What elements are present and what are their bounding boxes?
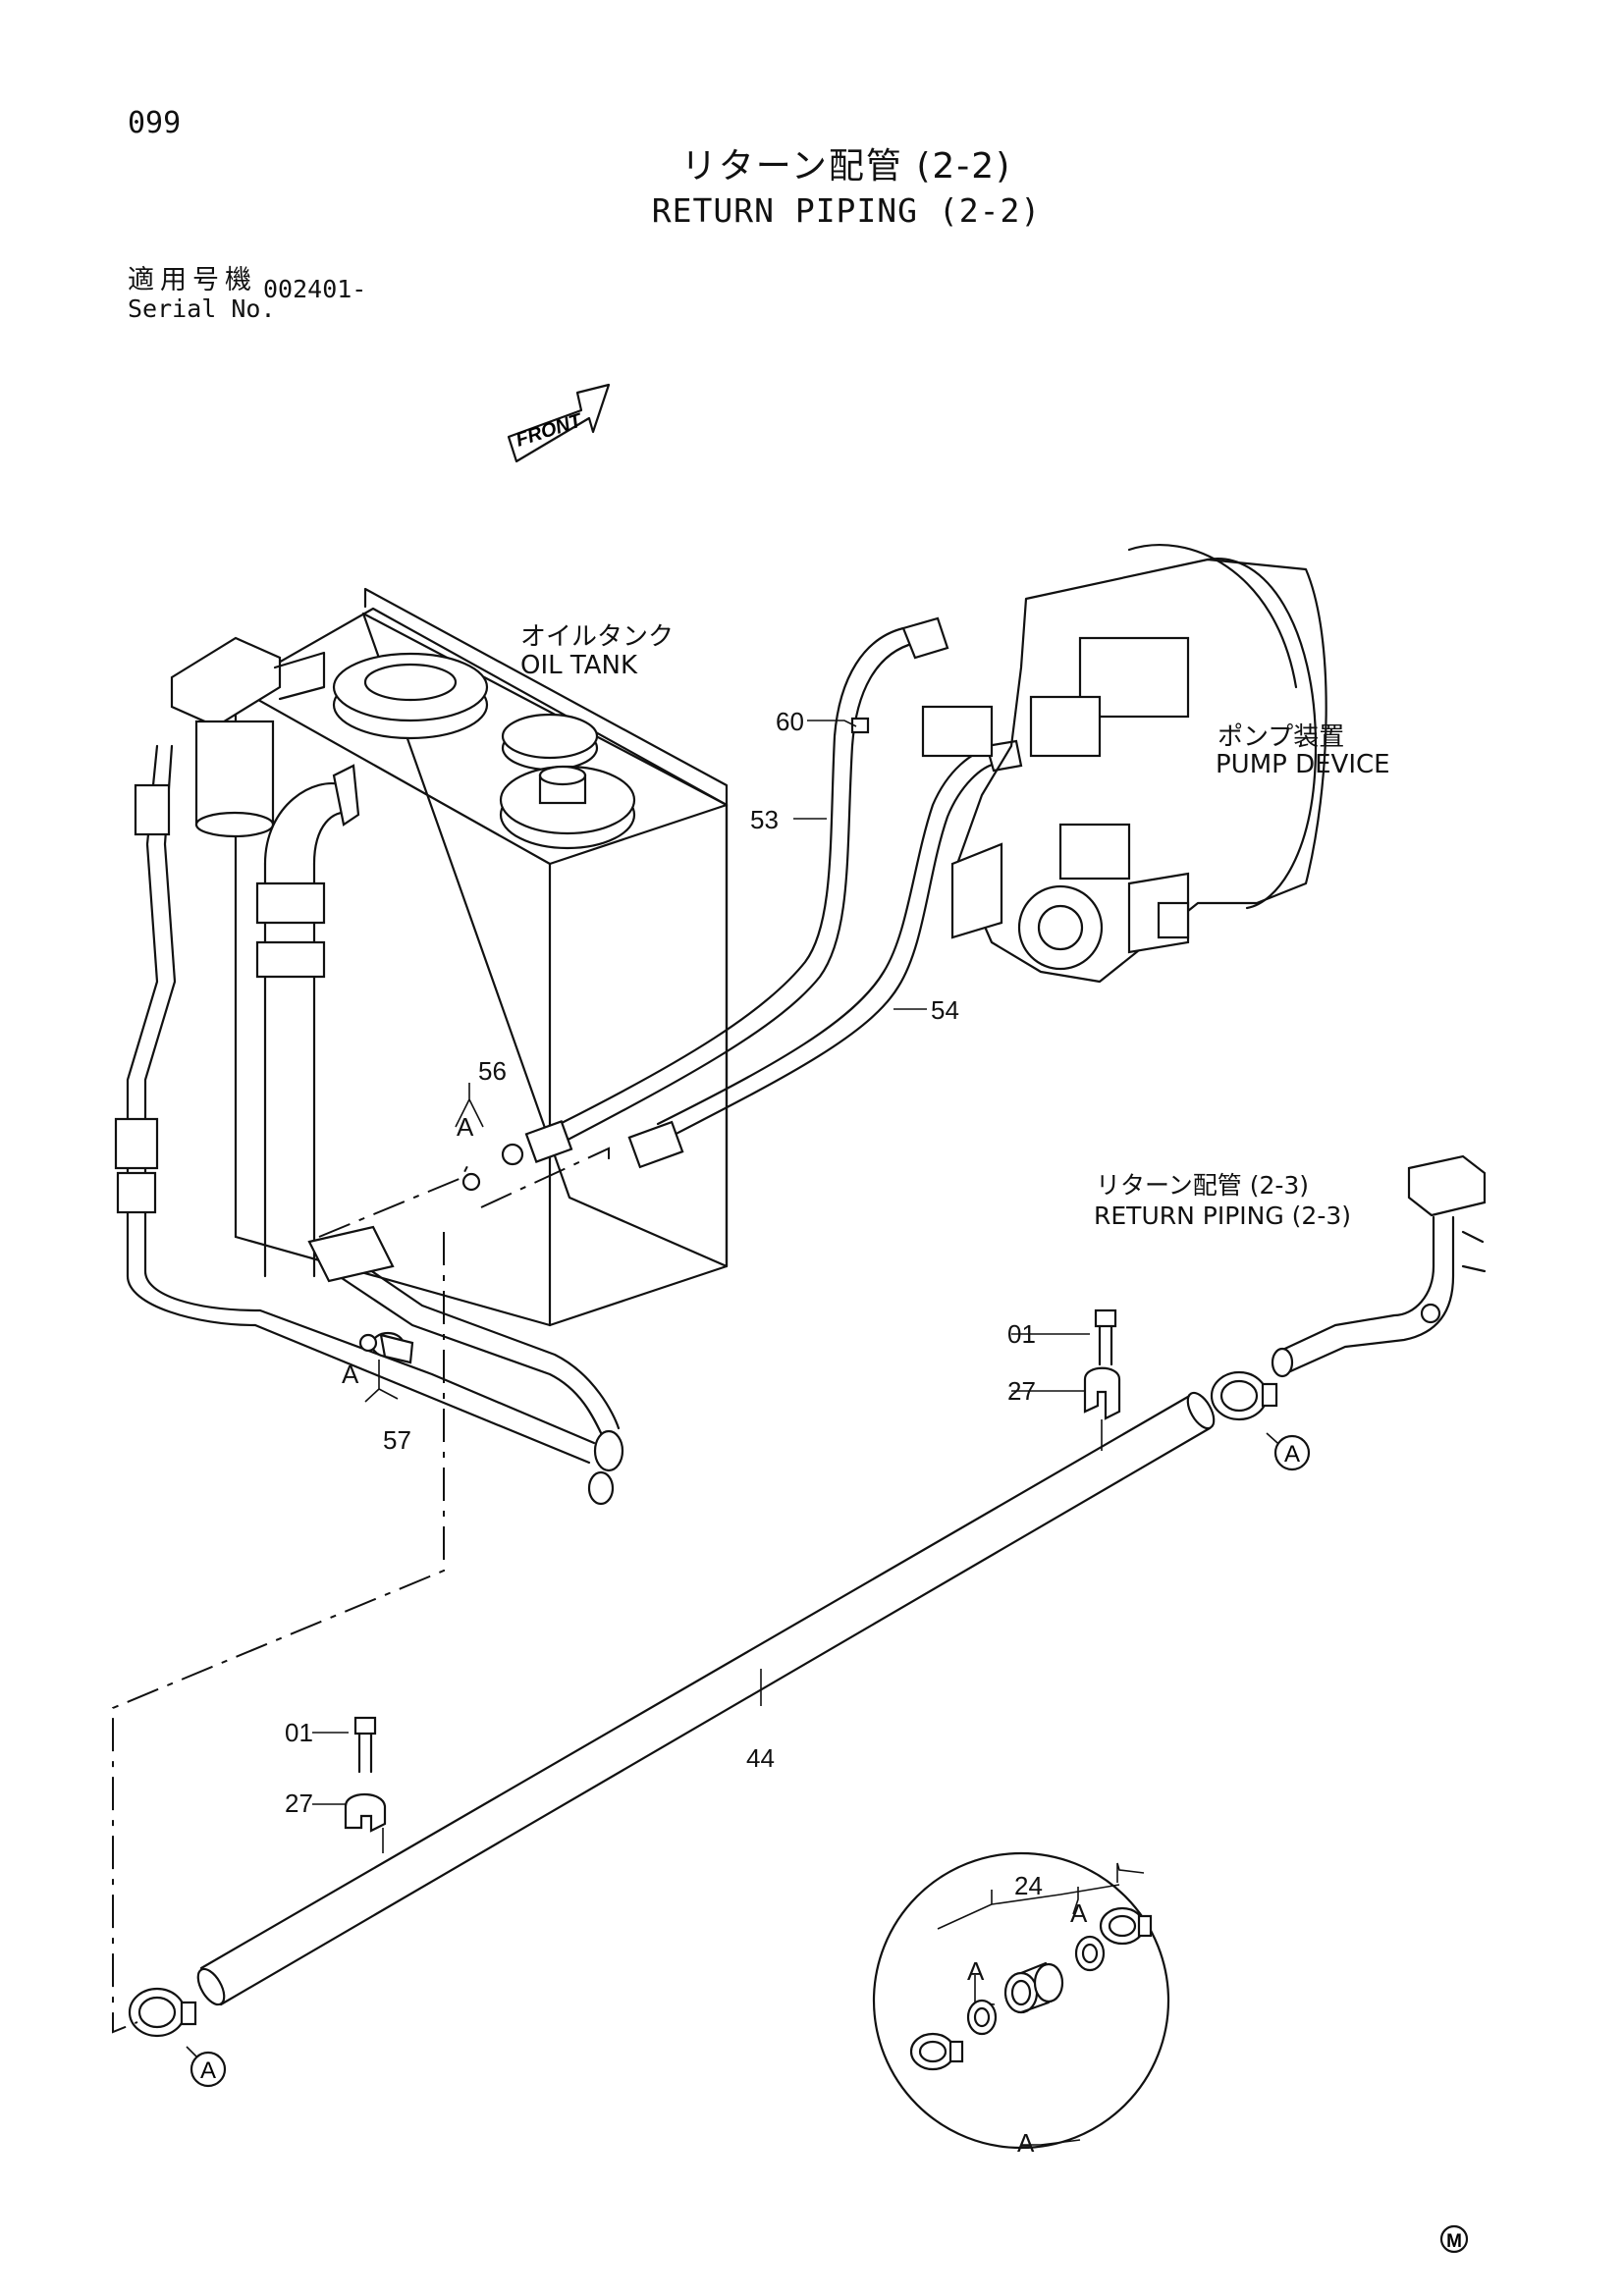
part-number-01-lower: 01 <box>285 1718 313 1747</box>
return-piping-2-3-label-jp: リターン配管 (2-3) <box>1096 1171 1310 1200</box>
detail-a-view <box>872 1851 1170 2150</box>
hoses-53-54 <box>358 616 1023 1353</box>
detail-ref-a-right: A <box>1070 1898 1088 1928</box>
part-number-57: 57 <box>383 1425 411 1455</box>
oil-tank-label-en: OIL TANK <box>520 651 638 680</box>
ref-a-circle-upper: A <box>1284 1441 1300 1468</box>
front-arrow-icon: FRONT <box>507 383 611 463</box>
detail-view-label: A <box>1017 2128 1035 2158</box>
bolt-clamp-lower <box>344 1716 387 1853</box>
part-number-24: 24 <box>1014 1871 1043 1900</box>
part-number-56: 56 <box>478 1056 507 1086</box>
part-number-27-upper: 27 <box>1007 1376 1036 1406</box>
bolt-clamp-upper <box>1083 1308 1121 1451</box>
part-number-60: 60 <box>776 707 804 736</box>
oil-tank-label-jp: オイルタンク <box>520 622 675 652</box>
pump-device-drawing <box>921 544 1327 984</box>
return-piping-2-3-drawing <box>1271 1154 1487 1378</box>
part-number-01-upper: 01 <box>1007 1319 1036 1349</box>
ref-circle-a-lower: A <box>189 2051 227 2088</box>
page-title-jp: リターン配管 (2-2) <box>680 146 1012 187</box>
pipe-44 <box>128 1370 1278 2038</box>
serial-label-jp: 適用号機 <box>128 265 257 295</box>
ref-a-57: A <box>342 1360 359 1389</box>
page-number: 099 <box>128 106 182 140</box>
part-number-53: 53 <box>750 805 779 834</box>
footer-mark-letter: M <box>1446 2231 1462 2252</box>
reference-chain-lines <box>112 1147 610 2034</box>
leader-lines <box>186 720 1287 2062</box>
part-number-27-lower: 27 <box>285 1789 313 1818</box>
serial-value: 002401- <box>263 275 367 303</box>
oil-tank-drawing <box>114 587 729 1506</box>
detail-ref-a-left: A <box>967 1956 985 1986</box>
serial-label-en: Serial No. <box>128 294 276 323</box>
return-piping-2-3-label-en: RETURN PIPING (2-3) <box>1094 1201 1352 1230</box>
ref-a-circle-lower: A <box>200 2057 216 2084</box>
front-label: FRONT <box>514 409 586 452</box>
ref-a-56: A <box>457 1112 474 1142</box>
pump-device-label-en: PUMP DEVICE <box>1216 750 1390 779</box>
page-title-en: RETURN PIPING (2-2) <box>651 191 1042 230</box>
ref-circle-a-upper: A <box>1273 1434 1311 1471</box>
part-number-54: 54 <box>931 995 959 1025</box>
pump-device-label-jp: ポンプ装置 <box>1218 722 1345 752</box>
part-number-44: 44 <box>746 1743 775 1773</box>
footer-mark: M <box>1439 2224 1469 2254</box>
